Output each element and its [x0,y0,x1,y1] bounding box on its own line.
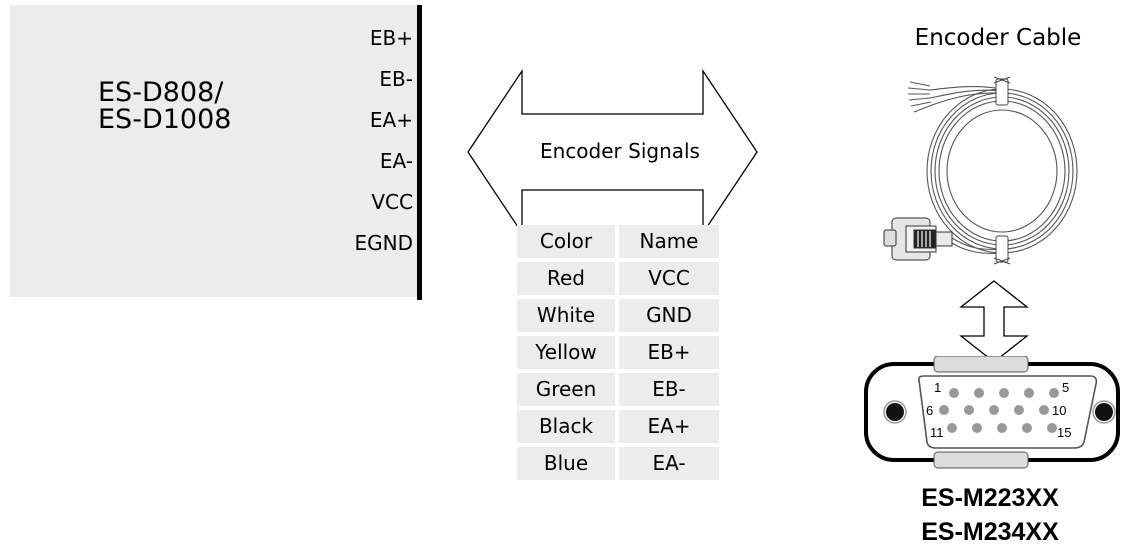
driver-model-line-1: ES-D808/ [98,77,224,108]
wire-color-cell: Blue [517,447,615,480]
table-header-row: Color Name [517,225,719,258]
part-number-2: ES-M234XX [921,518,1059,546]
driver-model-line-2: ES-D1008 [98,104,232,135]
pin-label-egnd: EGND [354,231,414,255]
wire-color-cell: Red [517,262,615,295]
pin-label-ea-minus: EA- [379,149,413,173]
signal-name-cell: EB+ [619,336,719,369]
table-row: Yellow EB+ [517,336,719,369]
connector-pin-label: 6 [926,403,933,418]
connector-pin-label: 15 [1057,425,1071,440]
wire-color-cell: Green [517,373,615,406]
table-row: White GND [517,299,719,332]
wire-color-cell: Black [517,410,615,443]
table-row: Red VCC [517,262,719,295]
driver-box: ES-D808/ ES-D1008 EB+ EB- EA+ EA- VCC EG… [10,5,419,297]
signal-name-cell: EB- [619,373,719,406]
header-name: Name [619,225,719,258]
connector-pin-label: 5 [1062,380,1069,395]
wire-color-cell: Yellow [517,336,615,369]
pin-label-eb-minus: EB- [379,67,413,91]
connector-pin-label: 11 [930,425,944,440]
db15-connector-icon: 1 5 6 10 11 15 [864,356,1120,469]
pin-label-eb-plus: EB+ [369,26,413,50]
signal-name-cell: VCC [619,262,719,295]
signal-name-cell: EA- [619,447,719,480]
pin-label-vcc: VCC [371,190,413,214]
vertical-double-arrow-icon [959,280,1029,363]
connector-pin-label: 10 [1052,403,1066,418]
wire-color-cell: White [517,299,615,332]
table-row: Black EA+ [517,410,719,443]
connector-pin-label: 1 [934,380,941,395]
header-color: Color [517,225,615,258]
table-row: Blue EA- [517,447,719,480]
signal-name-cell: EA+ [619,410,719,443]
double-arrow-icon [467,68,758,236]
wire-color-table: Color Name Red VCC White GND Yellow EB+ … [517,225,719,484]
table-row: Green EB- [517,373,719,406]
part-number-1: ES-M223XX [921,484,1059,512]
signal-name-cell: GND [619,299,719,332]
pin-label-ea-plus: EA+ [369,108,413,132]
arrow-label: Encoder Signals [540,139,700,163]
cable-title: Encoder Cable [914,25,1082,51]
encoder-cable-icon [883,76,1078,265]
driver-terminal-edge [417,5,422,300]
